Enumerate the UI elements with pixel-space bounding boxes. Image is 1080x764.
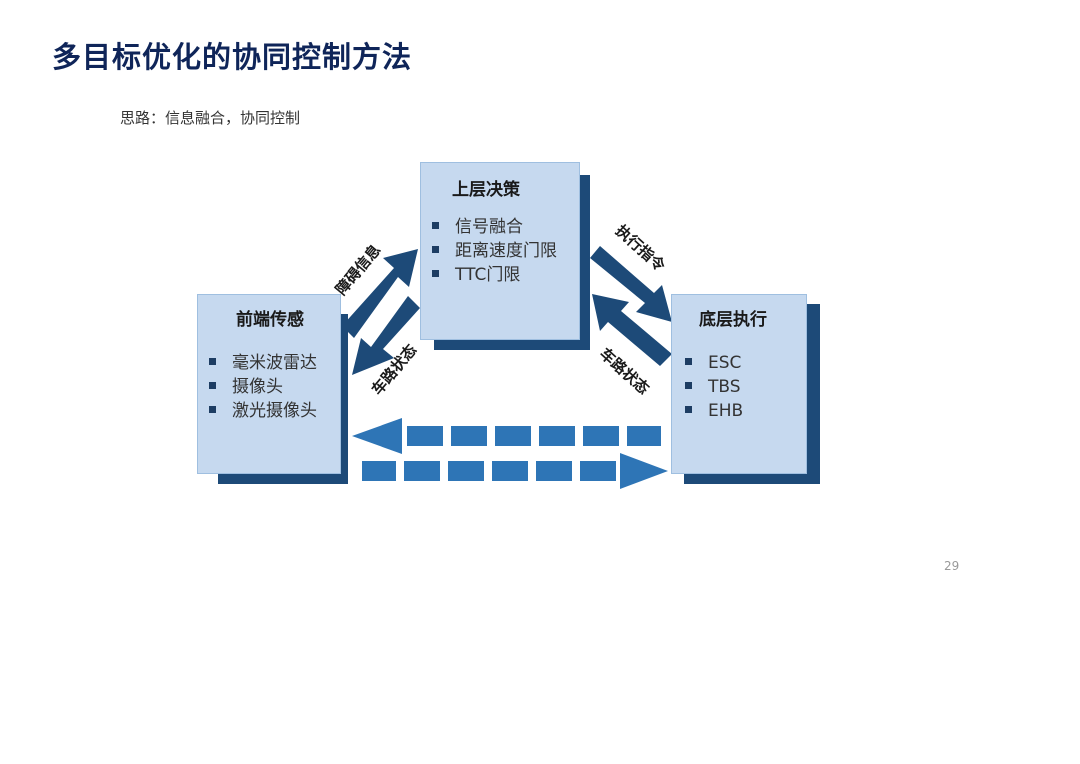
dash-segment <box>627 426 661 446</box>
list-item: TTC门限 <box>432 263 557 287</box>
list-item: 摄像头 <box>209 375 317 399</box>
upper-decision-box: 上层决策 信号融合 距离速度门限 TTC门限 <box>420 162 580 340</box>
lower-box-list: ESC TBS EHB <box>685 351 743 423</box>
dashed-arrow-right <box>362 453 668 489</box>
list-item: 距离速度门限 <box>432 239 557 263</box>
page-subtitle: 思路：信息融合，协同控制 <box>120 109 301 127</box>
lower-execution-box: 底层执行 ESC TBS EHB <box>671 294 807 474</box>
arrow-exec-cmd <box>590 246 672 322</box>
front-box-list: 毫米波雷达 摄像头 激光摄像头 <box>209 351 317 423</box>
dash-segment <box>583 426 619 446</box>
bullet-icon <box>209 381 216 389</box>
list-item: 信号融合 <box>432 215 557 239</box>
dash-segment <box>492 461 528 481</box>
list-item: 激光摄像头 <box>209 399 317 423</box>
dash-segment <box>536 461 572 481</box>
lower-box-title: 底层执行 <box>699 310 767 330</box>
bullet-icon <box>209 405 216 413</box>
upper-box-list: 信号融合 距离速度门限 TTC门限 <box>432 215 557 287</box>
front-sensing-box: 前端传感 毫米波雷达 摄像头 激光摄像头 <box>197 294 341 474</box>
arrow-road-state-left <box>352 296 420 375</box>
bullet-icon <box>432 221 439 229</box>
page-number: 29 <box>944 559 960 573</box>
upper-box-title: 上层决策 <box>452 180 520 200</box>
list-item: TBS <box>685 375 743 399</box>
bullet-icon <box>432 245 439 253</box>
dash-segment <box>407 426 443 446</box>
bullet-icon <box>432 269 439 277</box>
list-item: EHB <box>685 399 743 423</box>
arrow-obstacle-info <box>342 249 418 338</box>
bullet-icon <box>685 405 692 413</box>
list-item: 毫米波雷达 <box>209 351 317 375</box>
dash-segment <box>362 461 396 481</box>
dashed-arrow-right-head <box>620 453 668 489</box>
bullet-icon <box>209 357 216 365</box>
dash-segment <box>451 426 487 446</box>
dash-segment <box>448 461 484 481</box>
dash-segment <box>580 461 616 481</box>
dash-segment <box>539 426 575 446</box>
dash-segment <box>404 461 440 481</box>
bullet-icon <box>685 381 692 389</box>
dash-segment <box>495 426 531 446</box>
dashed-arrow-left-head <box>352 418 402 454</box>
front-box-title: 前端传感 <box>236 310 304 330</box>
dashed-arrow-left <box>352 418 661 454</box>
page-title: 多目标优化的协同控制方法 <box>52 40 413 74</box>
arrow-road-state-right <box>592 294 672 366</box>
list-item: ESC <box>685 351 743 375</box>
bullet-icon <box>685 357 692 365</box>
